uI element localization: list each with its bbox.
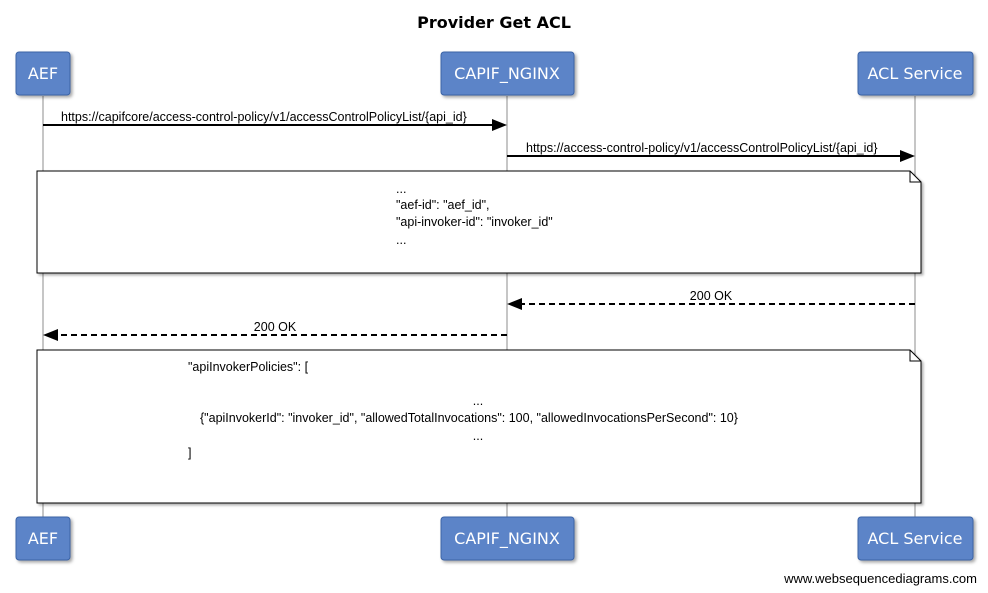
message-2-label: https://access-control-policy/v1/accessC… xyxy=(526,141,878,155)
diagram-title: Provider Get ACL xyxy=(417,13,571,32)
message-acl-to-nginx: 200 OK xyxy=(507,289,915,310)
message-3-label: 200 OK xyxy=(690,289,733,303)
participant-capif-nginx-top: CAPIF_NGINX xyxy=(440,51,575,96)
arrowhead-right-icon xyxy=(492,119,507,131)
note-2-line-3: ... xyxy=(473,394,483,408)
arrowhead-right-icon xyxy=(900,150,915,162)
participant-capif-nginx-bottom: CAPIF_NGINX xyxy=(440,516,575,561)
arrowhead-left-icon xyxy=(507,298,522,310)
participant-acl-service-top: ACL Service xyxy=(857,51,974,96)
message-nginx-to-acl: https://access-control-policy/v1/accessC… xyxy=(507,141,915,162)
participant-aef-bottom: AEF xyxy=(15,516,71,561)
note-1-line-4: ... xyxy=(396,233,406,247)
participant-acl-service-label-bottom: ACL Service xyxy=(868,529,963,548)
participant-aef-top: AEF xyxy=(15,51,71,96)
note-2-line-6: ] xyxy=(188,446,191,460)
note-1-line-3: "api-invoker-id": "invoker_id" xyxy=(396,215,553,229)
participant-aef-label-bottom: AEF xyxy=(28,529,58,548)
note-2-line-4: {"apiInvokerId": "invoker_id", "allowedT… xyxy=(200,411,738,425)
note-1-line-1: ... xyxy=(396,182,406,196)
message-1-label: https://capifcore/access-control-policy/… xyxy=(61,110,467,124)
participant-acl-service-bottom: ACL Service xyxy=(857,516,974,561)
note-1-line-2: "aef-id": "aef_id", xyxy=(396,198,490,212)
participant-acl-service-label: ACL Service xyxy=(868,64,963,83)
participant-capif-nginx-label-bottom: CAPIF_NGINX xyxy=(454,529,560,549)
message-4-label: 200 OK xyxy=(254,320,297,334)
note-2-line-1: "apiInvokerPolicies": [ xyxy=(188,360,309,374)
message-nginx-to-aef: 200 OK xyxy=(43,320,507,341)
note-2-line-5: ... xyxy=(473,429,483,443)
arrowhead-left-icon xyxy=(43,329,58,341)
watermark: www.websequencediagrams.com xyxy=(783,571,977,586)
participant-aef-label: AEF xyxy=(28,64,58,83)
message-aef-to-nginx: https://capifcore/access-control-policy/… xyxy=(43,110,507,131)
note-response-body: "apiInvokerPolicies": [ ... {"apiInvoker… xyxy=(36,349,922,504)
note-request-body: ... "aef-id": "aef_id", "api-invoker-id"… xyxy=(36,170,922,274)
participant-capif-nginx-label: CAPIF_NGINX xyxy=(454,64,560,84)
